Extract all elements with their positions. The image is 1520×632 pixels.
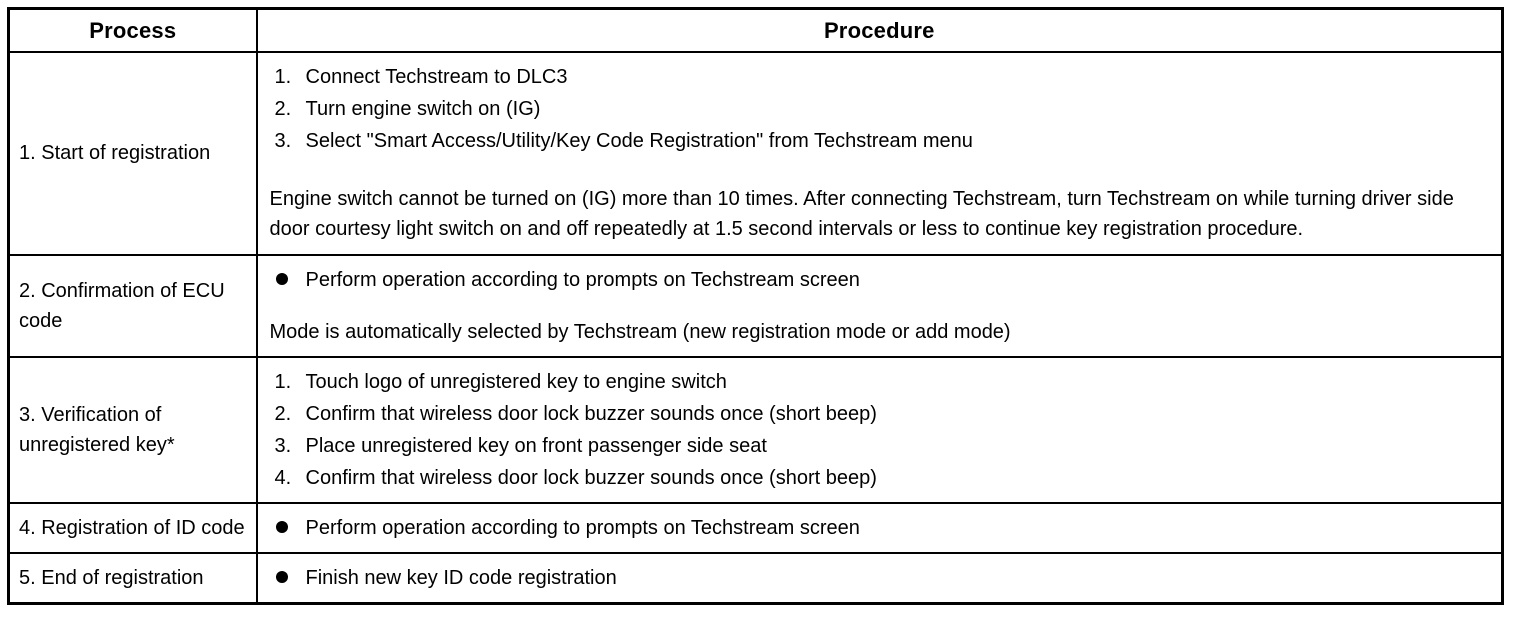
table-row: 2. Confirmation of ECU code Perform oper… (7, 253, 1504, 359)
process-cell: 3. Verification of unregistered key* (7, 356, 258, 505)
numbered-step-list: 1. Touch logo of unregistered key to eng… (270, 367, 1490, 493)
bullet-step-list: Perform operation according to prompts o… (270, 265, 1490, 295)
procedure-note: Engine switch cannot be turned on (IG) m… (269, 188, 1454, 241)
procedure-cell: Finish new key ID code registration (255, 552, 1504, 605)
numbered-step-list: 1. Connect Techstream to DLC3 2. Turn en… (270, 62, 1490, 156)
table-row: 1. Start of registration 1. Connect Tech… (7, 51, 1504, 256)
column-header-procedure: Procedure (255, 7, 1504, 53)
bullet-step-list: Perform operation according to prompts o… (270, 513, 1490, 543)
list-item: 3. Select "Smart Access/Utility/Key Code… (270, 126, 1490, 156)
key-registration-procedure-table: Process Procedure 1. Start of registrati… (7, 7, 1504, 606)
procedure-cell: Perform operation according to prompts o… (255, 253, 1504, 359)
bullet-icon (270, 519, 306, 535)
step-text: Confirm that wireless door lock buzzer s… (305, 467, 877, 490)
process-label: 2. Confirmation of ECU code (19, 279, 225, 332)
list-item: Perform operation according to prompts o… (270, 265, 1490, 295)
step-number: 1. (274, 66, 292, 88)
step-text: Connect Techstream to DLC3 (305, 66, 568, 88)
list-item: Finish new key ID code registration (270, 563, 1490, 593)
process-label: 4. Registration of ID code (19, 516, 245, 539)
process-cell: 5. End of registration (7, 552, 258, 605)
process-label: 1. Start of registration (19, 142, 211, 165)
table-row: 4. Registration of ID code Perform opera… (7, 502, 1504, 555)
process-label: 3. Verification of unregistered key* (19, 403, 175, 457)
step-number: 1. (274, 371, 292, 394)
list-item: Perform operation according to prompts o… (270, 513, 1490, 543)
list-item: 1. Connect Techstream to DLC3 (270, 62, 1490, 92)
procedure-cell: 1. Connect Techstream to DLC3 2. Turn en… (255, 51, 1504, 256)
step-text: Perform operation according to prompts o… (305, 517, 860, 540)
column-header-process: Process (7, 7, 258, 53)
step-text: Touch logo of unregistered key to engine… (305, 371, 727, 394)
process-label: 5. End of registration (19, 566, 204, 589)
procedure-cell: 1. Touch logo of unregistered key to eng… (255, 356, 1504, 505)
list-item: 1. Touch logo of unregistered key to eng… (270, 367, 1490, 397)
process-cell: 4. Registration of ID code (7, 502, 258, 555)
step-number: 2. (274, 98, 292, 120)
bullet-icon (270, 271, 306, 287)
bullet-step-list: Finish new key ID code registration (270, 563, 1490, 593)
list-item: 2. Turn engine switch on (IG) (270, 94, 1490, 124)
table-header: Process Procedure (7, 7, 1504, 53)
step-text: Place unregistered key on front passenge… (305, 435, 767, 458)
table-body: 1. Start of registration 1. Connect Tech… (7, 51, 1504, 605)
step-text: Confirm that wireless door lock buzzer s… (305, 403, 877, 426)
table-row: 5. End of registration Finish new key ID… (7, 552, 1504, 605)
step-text: Turn engine switch on (IG) (305, 98, 541, 120)
list-item: 2. Confirm that wireless door lock buzze… (270, 399, 1490, 429)
list-item: 3. Place unregistered key on front passe… (270, 431, 1490, 461)
procedure-cell: Perform operation according to prompts o… (255, 502, 1504, 555)
table-row: 3. Verification of unregistered key* 1. … (7, 356, 1504, 505)
step-number: 4. (274, 467, 292, 490)
process-cell: 2. Confirmation of ECU code (7, 253, 258, 359)
table-header-row: Process Procedure (7, 7, 1504, 53)
spacer (270, 156, 1490, 184)
bullet-icon (270, 569, 306, 585)
step-text: Perform operation according to prompts o… (305, 268, 860, 291)
procedure-note: Mode is automatically selected by Techst… (269, 320, 1011, 343)
spacer (270, 295, 1490, 317)
step-number: 2. (274, 403, 292, 426)
step-text: Finish new key ID code registration (305, 567, 617, 590)
step-number: 3. (274, 130, 292, 152)
list-item: 4. Confirm that wireless door lock buzze… (270, 463, 1490, 493)
step-text: Select "Smart Access/Utility/Key Code Re… (305, 130, 973, 152)
process-cell: 1. Start of registration (7, 51, 258, 256)
step-number: 3. (274, 435, 292, 458)
